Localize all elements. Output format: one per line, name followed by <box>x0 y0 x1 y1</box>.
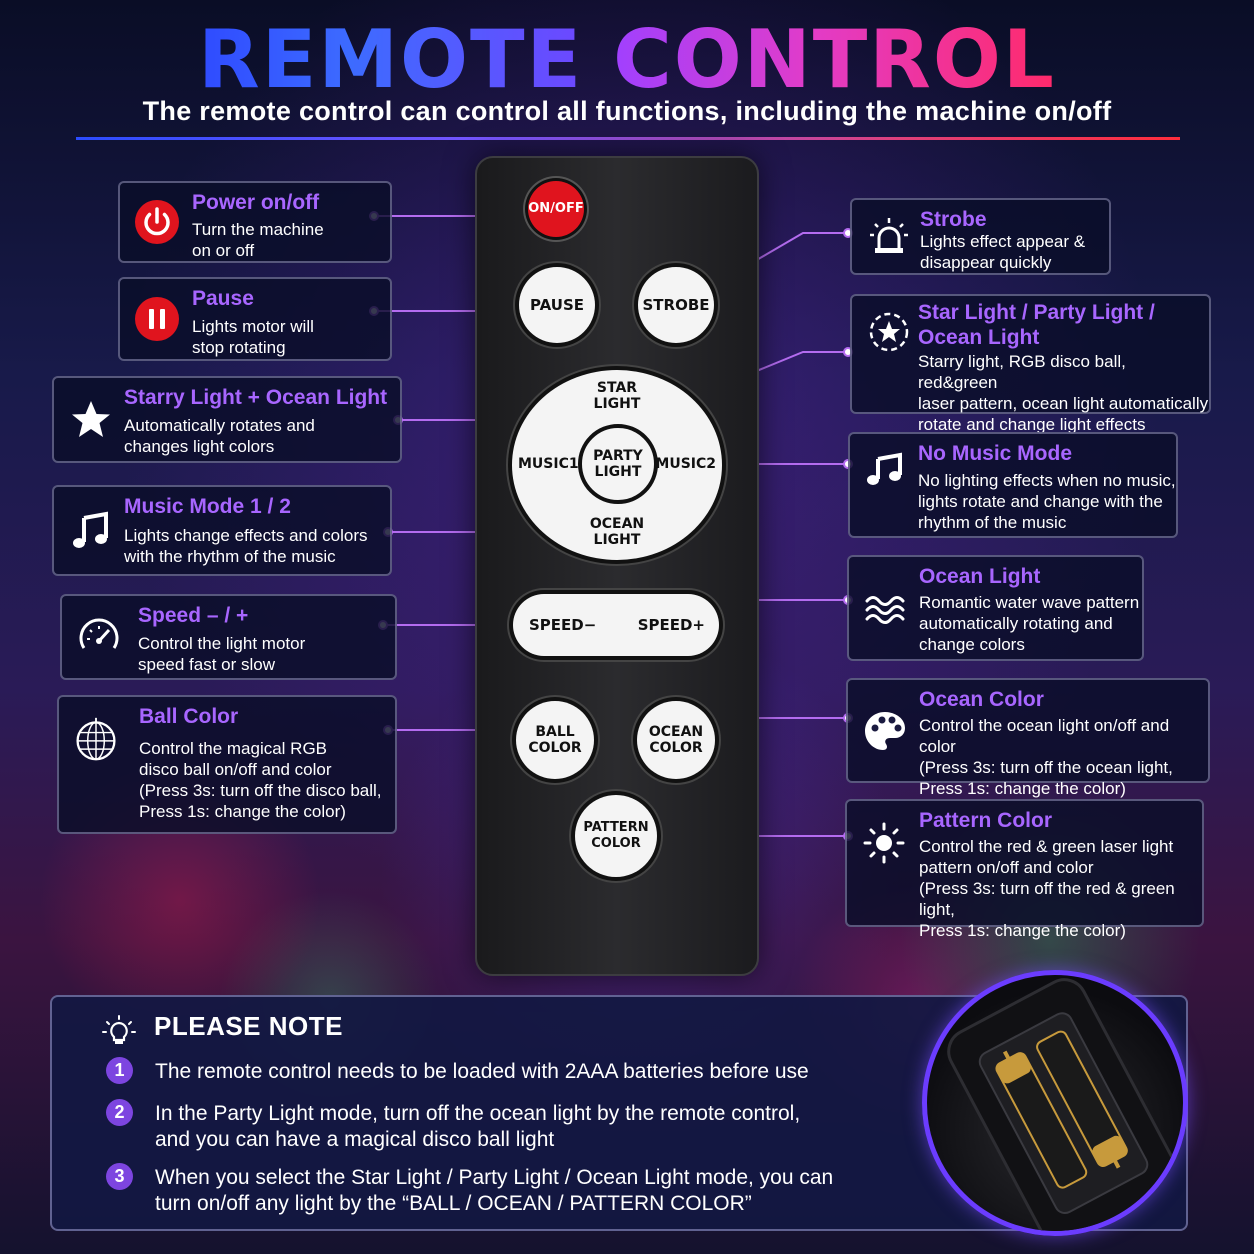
card-title: No Music Mode <box>918 442 1073 465</box>
music1-button[interactable]: MUSIC1 <box>518 456 579 472</box>
note-text: The remote control needs to be loaded wi… <box>155 1060 809 1083</box>
card-title: Star Light / Party Light / Ocean Light <box>918 301 1155 349</box>
pattern-color-button[interactable]: PATTERN COLOR <box>575 795 657 877</box>
on-off-button[interactable]: ON/OFF <box>528 181 584 237</box>
star-icon <box>68 397 114 443</box>
star-light-button[interactable]: STAR LIGHT <box>593 380 641 412</box>
card-strobe: Strobe Lights effect appear & disappear … <box>850 198 1111 275</box>
card-speed: Speed – / + Control the light motor spee… <box>60 594 397 680</box>
battery-compartment-image <box>922 970 1188 1236</box>
star-circle-icon <box>866 309 912 355</box>
title-divider <box>76 137 1180 140</box>
card-desc: Control the red & green laser light patt… <box>919 837 1175 940</box>
card-title: Pattern Color <box>919 809 1053 832</box>
title-part1: REMOTE <box>198 13 584 106</box>
card-no-music: No Music Mode No lighting effects when n… <box>848 432 1178 538</box>
card-title: Starry Light + Ocean Light <box>124 386 388 409</box>
disco-ball-icon <box>73 716 119 762</box>
note-item: 1 The remote control needs to be loaded … <box>106 1057 845 1085</box>
pause-button[interactable]: PAUSE <box>519 267 595 343</box>
card-power: Power on/off Turn the machine on or off <box>118 181 392 263</box>
speed-plus-button[interactable]: SPEED+ <box>637 616 705 634</box>
ocean-color-button[interactable]: OCEAN COLOR <box>637 701 715 779</box>
card-desc: Turn the machine on or off <box>192 220 324 260</box>
card-title: Power on/off <box>192 191 320 214</box>
lightbulb-icon <box>102 1015 136 1049</box>
ball-color-button[interactable]: BALL COLOR <box>516 701 594 779</box>
title-part2: CONTROL <box>613 13 1056 106</box>
card-title: Ball Color <box>139 705 239 728</box>
card-music-mode: Music Mode 1 / 2 Lights change effects a… <box>52 485 392 576</box>
music-notes-icon <box>864 447 910 493</box>
card-ball-color: Ball Color Control the magical RGB disco… <box>57 695 397 834</box>
card-desc: Romantic water wave pattern automaticall… <box>919 593 1140 654</box>
waves-icon <box>863 585 909 631</box>
note-text: When you select the Star Light / Party L… <box>155 1166 834 1215</box>
card-title: Ocean Color <box>919 688 1044 711</box>
card-title: Speed – / + <box>138 604 249 627</box>
card-desc: Lights effect appear & disappear quickly <box>920 232 1086 272</box>
power-icon <box>134 199 180 245</box>
note-number: 3 <box>106 1163 133 1190</box>
page-subtitle: The remote control can control all funct… <box>142 96 1112 126</box>
card-star-party-ocean: Star Light / Party Light / Ocean Light S… <box>850 294 1211 434</box>
card-title: Ocean Light <box>919 565 1041 588</box>
card-desc: Control the ocean light on/off and color… <box>919 716 1173 798</box>
note-number: 1 <box>106 1057 133 1084</box>
note-item: 3 When you select the Star Light / Party… <box>106 1163 845 1217</box>
card-desc: Control the light motor speed fast or sl… <box>138 634 306 674</box>
palette-icon <box>862 708 908 754</box>
music2-button[interactable]: MUSIC2 <box>655 456 716 472</box>
note-number: 2 <box>106 1099 133 1126</box>
speed-control: SPEED− SPEED+ <box>513 594 719 656</box>
pause-icon <box>134 296 180 342</box>
card-pattern-color: Pattern Color Control the red & green la… <box>845 799 1204 940</box>
card-pause: Pause Lights motor will stop rotating <box>118 277 392 361</box>
card-title: Strobe <box>920 208 987 231</box>
party-light-button[interactable]: PARTY LIGHT <box>578 424 658 504</box>
card-desc: Automatically rotates and changes light … <box>124 416 315 456</box>
card-title: Music Mode 1 / 2 <box>124 495 291 518</box>
card-desc: Starry light, RGB disco ball, red&green … <box>918 352 1209 434</box>
speed-minus-button[interactable]: SPEED− <box>529 616 597 634</box>
strobe-siren-icon <box>866 214 912 260</box>
card-ocean-light: Ocean Light Romantic water wave pattern … <box>847 555 1144 661</box>
card-desc: No lighting effects when no music, light… <box>918 471 1176 532</box>
note-item: 2 In the Party Light mode, turn off the … <box>106 1099 845 1153</box>
speedometer-icon <box>76 614 122 660</box>
sun-light-icon <box>861 818 907 864</box>
ocean-light-button[interactable]: OCEAN LIGHT <box>589 516 645 548</box>
page-title: REMOTE CONTROL <box>0 14 1254 106</box>
card-desc: Lights change effects and colors with th… <box>124 526 368 566</box>
card-ocean-color: Ocean Color Control the ocean light on/o… <box>846 678 1210 798</box>
note-text: In the Party Light mode, turn off the oc… <box>155 1102 801 1151</box>
card-title: Pause <box>192 287 254 310</box>
music-note-icon <box>68 508 114 554</box>
note-title: PLEASE NOTE <box>154 1011 343 1041</box>
strobe-button[interactable]: STROBE <box>638 267 714 343</box>
card-starry-ocean: Starry Light + Ocean Light Automatically… <box>52 376 402 463</box>
card-desc: Lights motor will stop rotating <box>192 317 314 357</box>
card-desc: Control the magical RGB disco ball on/of… <box>139 739 382 821</box>
